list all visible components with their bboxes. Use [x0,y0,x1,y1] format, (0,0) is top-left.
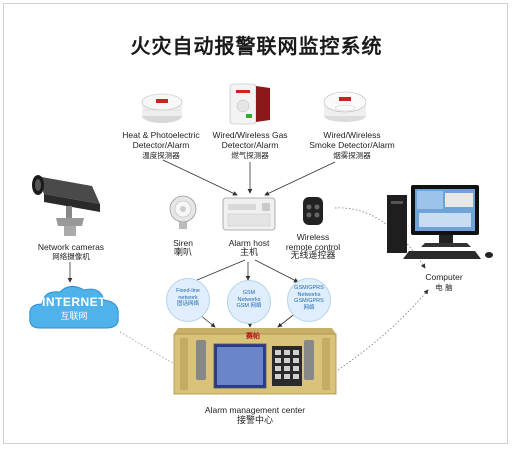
gas-detector-cn-label: 燃气探测器 [231,151,269,160]
alarm-center-label: Alarm management center [204,405,306,415]
alarm-host-icon [222,197,276,231]
computer-cn-label: 电 脑 [435,283,453,292]
smoke-to-host-arrow [264,161,336,196]
center-brand-logo: 赛帕 [246,333,260,340]
alarm-center-cn-label: 接警中心 [236,416,273,426]
gsm-network-bubble: GSM Networks GSM 网络 [227,280,271,324]
remote-control-icon [303,197,323,225]
gprs-network-bubble: GSM/GPRS Networks GSM/GPRS 网络 [287,278,331,322]
siren-label: Siren [173,238,193,248]
heat-detector-label: Heat & Photoelectric Detector/Alarm [122,130,200,150]
network-camera-cn-label: 网络摄像机 [52,252,90,261]
center-computer-dotted-link [334,289,429,373]
smoke-detector-label: Wired/Wireless Smoke Detector/Alarm [309,130,395,150]
alarm-host-label: Alarm host [228,238,270,248]
network-camera-label: Network cameras [37,242,105,252]
siren-icon [169,195,197,229]
diagram-frame [3,3,508,444]
remote-control-label: Wireless remote control [285,232,341,252]
host-to-gprs-arrow [254,259,299,283]
internet-cloud-icon [29,286,119,329]
computer-label: Computer [425,272,463,282]
alarm-center-rack-icon [173,328,337,395]
internet-center-dotted-link [119,331,179,367]
smoke-detector-icon [323,91,367,122]
fixed-line-network-bubble: Fixed-line network 固话网络 [166,278,210,322]
heat-detector-icon [141,93,183,123]
gprs-network-text: GSM/GPRS Networks GSM/GPRS 网络 [294,285,324,311]
smoke-detector-cn-label: 烟雾探测器 [333,151,371,160]
diagram-title: 火灾自动报警联网监控系统 [130,34,383,58]
internet-cn-label: 互联网 [60,312,88,322]
network-camera-icon [32,175,100,236]
computer-icon [387,185,493,259]
fixed-line-network-text: Fixed-line network 固话网络 [176,288,200,307]
internet-label: INTERNET [42,295,106,309]
gas-detector-icon [229,83,270,125]
host-to-fixed-arrow [189,259,246,284]
remote-control-cn-label: 无线遥控器 [290,251,336,261]
heat-detector-cn-label: 温度探测器 [142,151,180,160]
heat-to-host-arrow [162,159,238,196]
siren-cn-label: 喇叭 [173,248,192,258]
alarm-host-cn-label: 主机 [239,248,258,258]
gsm-network-text: GSM Networks GSM 网络 [236,290,262,309]
gas-detector-label: Wired/Wireless Gas Detector/Alarm [212,130,288,150]
